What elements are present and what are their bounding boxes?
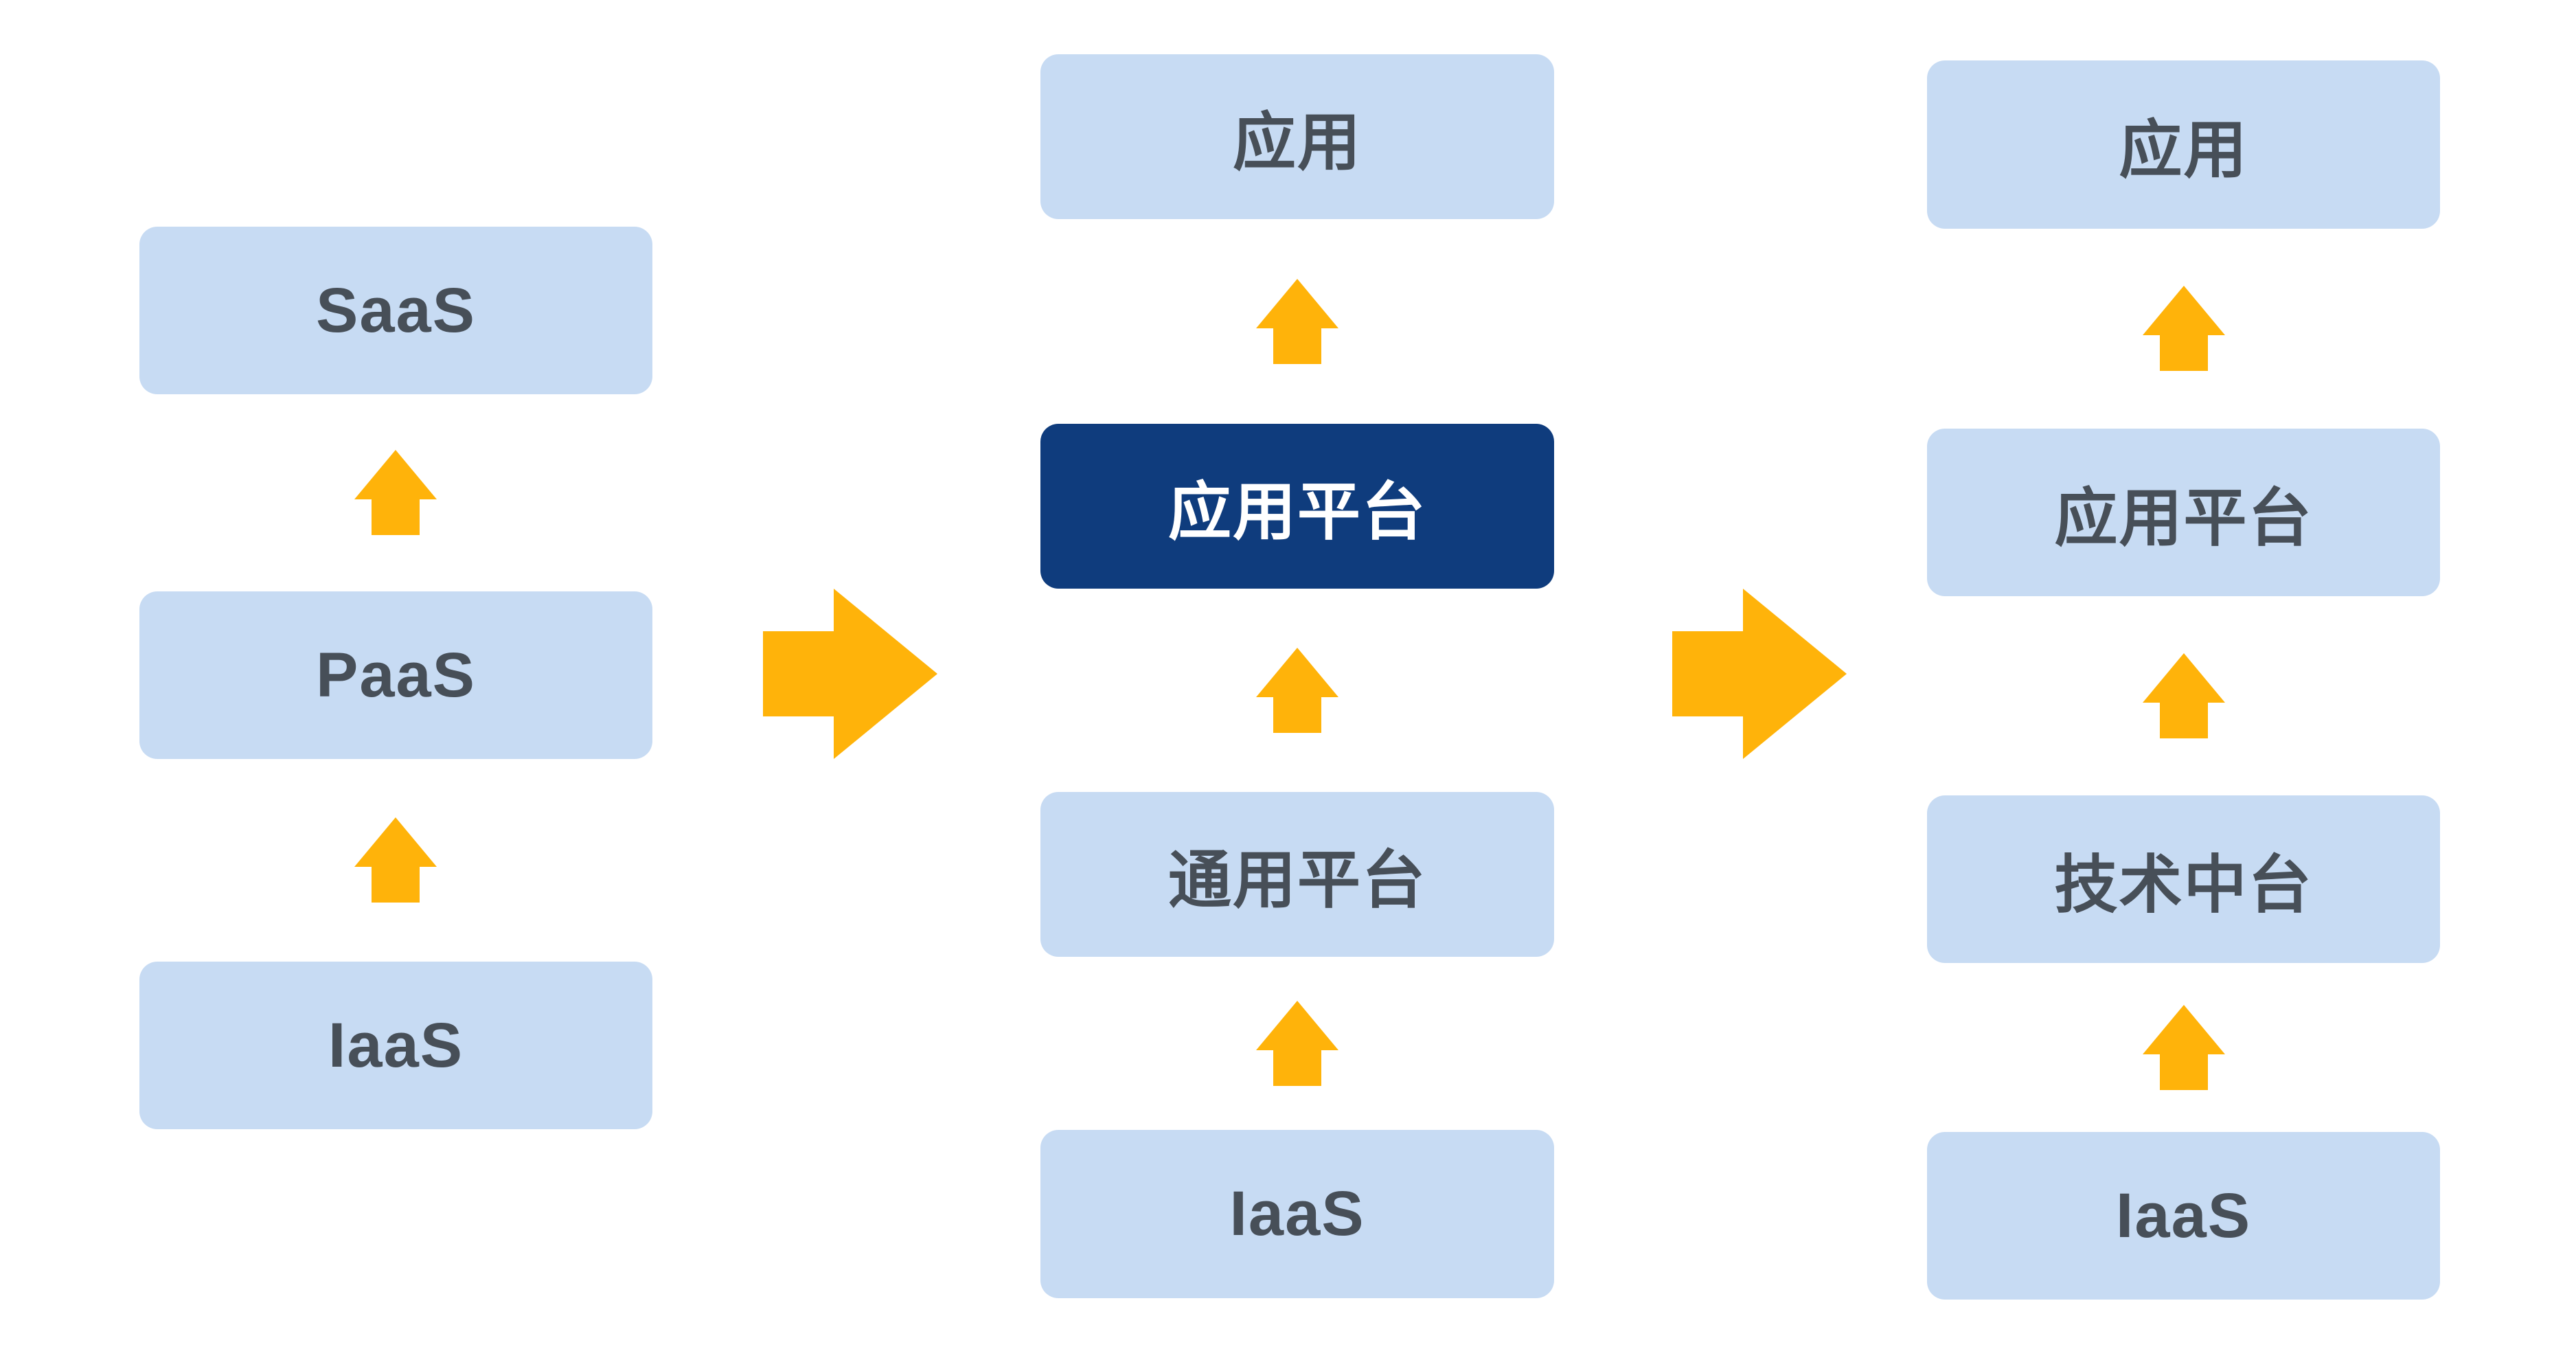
up-arrow-icon [354, 817, 437, 903]
up-arrow-icon [2143, 653, 2225, 738]
box-application-col3: 应用 [1927, 60, 2440, 229]
box-application-platform-col3: 应用平台 [1927, 429, 2440, 596]
up-arrow-icon [1256, 1001, 1338, 1086]
box-technology-middle-platform: 技术中台 [1927, 795, 2440, 963]
box-iaas-col2: IaaS [1040, 1130, 1554, 1298]
box-paas: PaaS [139, 591, 652, 759]
box-iaas-col1: IaaS [139, 962, 652, 1129]
up-arrow-icon [2143, 286, 2225, 371]
right-arrow-icon [1672, 589, 1847, 759]
up-arrow-icon [2143, 1005, 2225, 1090]
up-arrow-icon [1256, 648, 1338, 733]
up-arrow-icon [1256, 279, 1338, 364]
up-arrow-icon [354, 450, 437, 535]
box-application-col2: 应用 [1040, 54, 1554, 219]
right-arrow-icon [763, 589, 937, 759]
box-iaas-col3: IaaS [1927, 1132, 2440, 1300]
box-application-platform-highlighted: 应用平台 [1040, 424, 1554, 589]
box-saas: SaaS [139, 227, 652, 394]
box-common-platform: 通用平台 [1040, 792, 1554, 957]
